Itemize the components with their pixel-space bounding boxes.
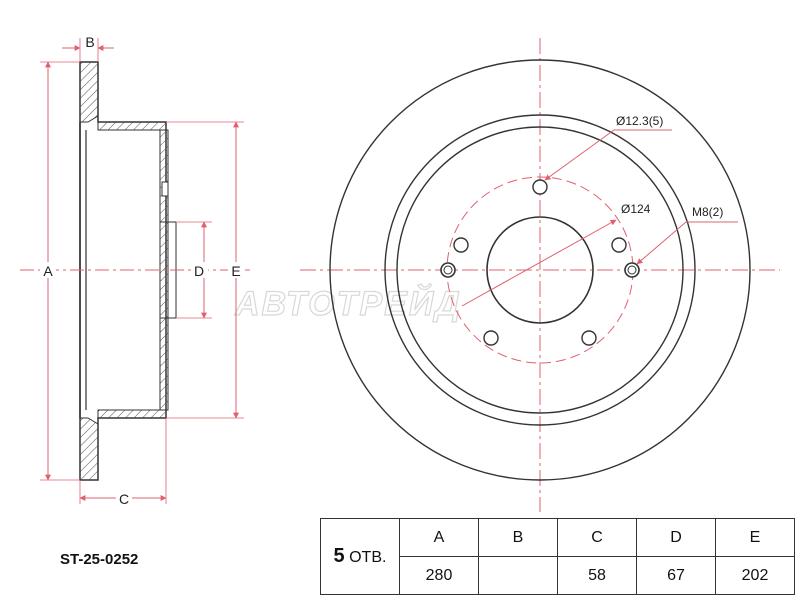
bolt-hole — [453, 237, 469, 253]
bolt-hole — [483, 330, 499, 346]
hat-outer-edge — [396, 126, 684, 414]
thread-callout: M8(2) — [692, 205, 723, 219]
dim-label-c: C — [119, 491, 129, 507]
bolt-hole — [532, 179, 548, 195]
friction-ring-top — [79, 61, 99, 123]
pcd-callout: Ø124 — [621, 202, 651, 216]
value-c: 58 — [557, 556, 637, 595]
bolt-hole-section — [161, 181, 169, 197]
holes-number: 5 — [333, 545, 345, 567]
friction-ring-inner-edge — [384, 114, 696, 426]
value-b — [478, 556, 558, 595]
bolt-hole — [581, 330, 597, 346]
value-a: 280 — [399, 556, 479, 595]
dim-label-e: E — [231, 263, 240, 279]
header-c: C — [557, 518, 637, 557]
spec-table: 5 ОТВ. A B C D E 280 58 67 202 — [320, 518, 795, 595]
header-b: B — [478, 518, 558, 557]
dim-label-b: B — [85, 34, 94, 50]
hat-wall-top — [97, 121, 167, 131]
disc-outer-edge — [329, 59, 751, 481]
hat-wall-bottom — [97, 409, 167, 419]
holes-count-cell: 5 ОТВ. — [320, 518, 400, 595]
threaded-hole-inner — [443, 265, 453, 275]
bolt-hole — [611, 237, 627, 253]
watermark: АВТОТРЕЙД — [234, 284, 462, 323]
header-e: E — [715, 518, 795, 557]
side-view: A B C D E — [20, 34, 250, 507]
bolt-hole-callout: Ø12.3(5) — [616, 114, 663, 128]
header-a: A — [399, 518, 479, 557]
front-view: Ø12.3(5) Ø124 M8(2) — [300, 38, 780, 512]
dim-label-a: A — [43, 263, 53, 279]
holes-unit: ОТВ. — [349, 549, 387, 566]
value-d: 67 — [636, 556, 716, 595]
center-bore — [486, 216, 594, 324]
threaded-hole — [624, 262, 640, 278]
threaded-hole-inner — [627, 265, 637, 275]
threaded-hole — [440, 262, 456, 278]
friction-ring-bottom — [79, 417, 99, 481]
header-d: D — [636, 518, 716, 557]
value-e: 202 — [715, 556, 795, 595]
part-number: ST-25-0252 — [60, 551, 139, 568]
dim-label-d: D — [194, 263, 204, 279]
